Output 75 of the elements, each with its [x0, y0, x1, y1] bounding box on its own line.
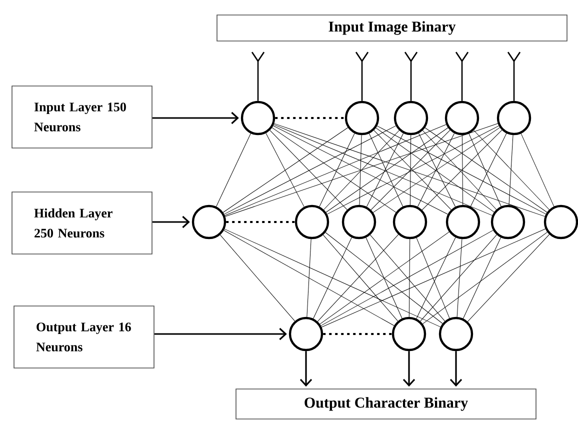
- connection-line: [326, 126, 500, 214]
- connection-line: [324, 130, 400, 210]
- dotted-line: [323, 333, 392, 335]
- connection-line: [470, 133, 507, 207]
- neuron-circle: [240, 100, 276, 136]
- connection-line: [416, 238, 450, 318]
- connection-line: [416, 237, 456, 319]
- connection-line: [508, 134, 514, 206]
- connection-line: [270, 130, 348, 210]
- connection-line: [420, 234, 497, 322]
- connection-line: [326, 128, 448, 212]
- connection-line: [462, 134, 464, 206]
- connection-line: [224, 124, 446, 216]
- neuron-circle: [394, 100, 428, 136]
- connection-line: [467, 234, 550, 322]
- dotted-line: [275, 117, 345, 119]
- connection-line: [474, 130, 550, 210]
- layer-label-box: Hidden Layer 250 Neurons: [12, 192, 152, 254]
- neuron-circle: [342, 204, 376, 240]
- connection-line: [273, 125, 448, 215]
- title-box: Input Image Binary: [216, 14, 568, 42]
- connection-line: [408, 238, 410, 318]
- connection-line: [410, 134, 412, 206]
- connection-line: [222, 127, 348, 213]
- connection-line: [468, 133, 502, 207]
- connection-line: [313, 237, 352, 319]
- dotted-line: [226, 221, 295, 223]
- arrow: [152, 216, 190, 228]
- neuron-circle: [392, 316, 426, 352]
- neuron-circle: [392, 204, 428, 240]
- layer-label-box: Output Layer 16 Neurons: [14, 306, 154, 368]
- neuron-circle: [438, 316, 474, 352]
- connection-line: [319, 133, 355, 207]
- arrow: [152, 112, 239, 124]
- connection-line: [272, 127, 396, 213]
- connection-line: [422, 232, 548, 324]
- arrow: [300, 351, 312, 387]
- neuron-circle: [444, 100, 480, 136]
- connection-line: [224, 228, 441, 328]
- input-line: [251, 52, 265, 101]
- neuron-circle: [344, 100, 380, 136]
- connection-line: [216, 133, 251, 207]
- connection-line: [456, 238, 462, 318]
- connection-line: [424, 128, 548, 212]
- neuron-circle: [446, 204, 480, 240]
- neuron-circle: [490, 204, 526, 240]
- arrow: [402, 351, 416, 387]
- neuron-circle: [496, 100, 532, 136]
- connection-line: [462, 237, 502, 319]
- layer-label-box: Input Layer 150 Neurons: [12, 86, 152, 148]
- connection-line: [306, 238, 312, 318]
- neuron-circle: [288, 316, 324, 352]
- neuron-circle: [294, 204, 330, 240]
- input-line: [355, 52, 369, 101]
- connection-line: [274, 124, 492, 216]
- input-line: [404, 52, 418, 101]
- input-line: [455, 52, 469, 101]
- connection-line: [274, 123, 546, 217]
- neuron-circle: [192, 204, 226, 240]
- connection-line: [320, 230, 494, 326]
- arrow: [450, 351, 462, 387]
- input-line: [507, 52, 521, 101]
- output-box: Output Character Binary: [236, 388, 536, 420]
- connection-line: [376, 126, 546, 214]
- connection-line: [520, 133, 554, 207]
- connection-line: [220, 234, 296, 322]
- connection-line: [359, 134, 362, 206]
- connection-line: [224, 230, 394, 326]
- connection-line: [224, 123, 498, 217]
- arrow: [154, 328, 287, 340]
- connection-line: [321, 228, 546, 328]
- connection-line: [224, 126, 396, 214]
- connection-line: [266, 132, 304, 208]
- connection-line: [366, 237, 402, 319]
- connection-line: [370, 234, 446, 322]
